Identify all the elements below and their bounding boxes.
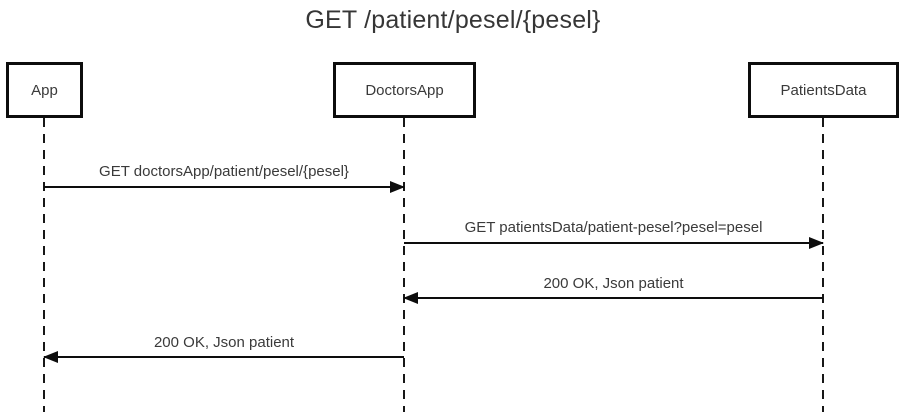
actor-label-doctorsapp: DoctorsApp	[365, 81, 444, 99]
message-arrow-1	[44, 181, 405, 193]
actor-label-patientsdata: PatientsData	[780, 81, 867, 99]
arrowhead-left-icon	[43, 351, 58, 363]
message-label-1: GET doctorsApp/patient/pesel/{pesel}	[99, 163, 349, 180]
lifeline-patientsdata	[822, 118, 824, 412]
actor-box-doctorsapp: DoctorsApp	[333, 62, 476, 118]
message-label-4: 200 OK, Json patient	[153, 334, 295, 351]
actor-label-app: App	[31, 81, 58, 99]
diagram-title: GET /patient/pesel/{pesel}	[305, 6, 601, 34]
message-label-3: 200 OK, Json patient	[543, 275, 684, 292]
lifeline-doctorsapp	[403, 118, 405, 412]
actor-box-app: App	[6, 62, 83, 118]
message-arrow-2	[404, 237, 824, 249]
arrowhead-left-icon	[403, 292, 418, 304]
arrowhead-right-icon	[809, 237, 824, 249]
message-label-2: GET patientsData/patient-pesel?pesel=pes…	[464, 219, 763, 236]
lifeline-app	[43, 118, 45, 412]
message-arrow-4	[43, 351, 404, 363]
arrowhead-right-icon	[390, 181, 405, 193]
actor-box-patientsdata: PatientsData	[748, 62, 899, 118]
message-arrow-3	[403, 292, 823, 304]
